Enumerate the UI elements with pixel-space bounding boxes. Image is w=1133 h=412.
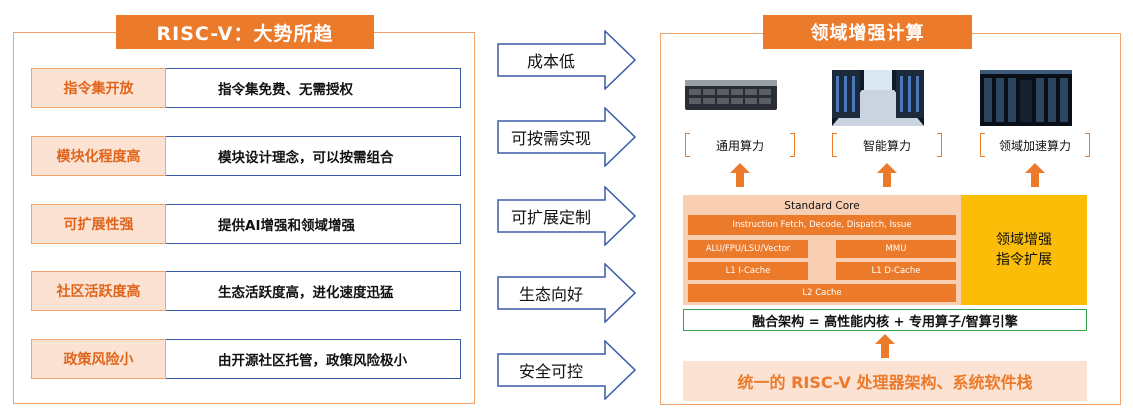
feature-row: 政策风险小 由开源社区托管，政策风险极小	[31, 339, 461, 379]
l1d-cache-bar: L1 D-Cache	[836, 262, 956, 280]
right-panel-title: 领域增强计算	[763, 15, 972, 49]
feature-row: 模块化程度高 模块设计理念，可以按需组合	[31, 136, 461, 176]
feature-desc: 模块设计理念，可以按需组合	[166, 136, 461, 176]
arrow-label: 成本低	[526, 52, 575, 71]
rack-server-icon	[685, 80, 777, 110]
arrow-on-demand: 可按需实现	[497, 107, 637, 167]
l2-cache-bar: L2 Cache	[688, 284, 956, 302]
extension-block: 领域增强 指令扩展	[961, 195, 1087, 305]
right-arrow-icon	[497, 340, 637, 400]
arrow-label: 安全可控	[518, 362, 583, 381]
up-arrow-icon	[875, 334, 895, 358]
feature-desc: 提供AI增强和领域增强	[166, 204, 461, 244]
feature-row: 指令集开放 指令集免费、无需授权	[31, 68, 461, 108]
bracket-right	[1085, 133, 1090, 157]
mmu-bar: MMU	[836, 240, 956, 258]
feature-label: 可扩展性强	[31, 204, 166, 244]
pipeline-bar: Instruction Fetch, Decode, Dispatch, Iss…	[688, 215, 956, 235]
standard-core-title: Standard Core	[784, 200, 860, 212]
right-arrow-icon	[497, 186, 637, 246]
extension-line1: 领域增强	[996, 232, 1052, 248]
up-arrow-icon	[730, 163, 750, 187]
compute-label: 通用算力	[685, 133, 795, 157]
arrow-ecosystem: 生态向好	[497, 263, 637, 323]
feature-label: 政策风险小	[31, 339, 166, 379]
bracket-left	[980, 133, 985, 157]
arrow-label: 可扩展定制	[510, 208, 591, 227]
feature-desc: 生态活跃度高，进化速度迅猛	[166, 271, 461, 311]
compute-label-text: 通用算力	[715, 138, 764, 153]
right-arrow-icon	[497, 107, 637, 167]
unified-architecture-base: 统一的 RISC-V 处理器架构、系统软件栈	[683, 361, 1087, 401]
right-arrow-icon	[497, 263, 637, 323]
l1i-cache-bar: L1 I-Cache	[688, 262, 808, 280]
compute-label: 领域加速算力	[980, 133, 1090, 157]
compute-label-text: 领域加速算力	[998, 138, 1071, 153]
compute-label-text: 智能算力	[862, 138, 911, 153]
bracket-right	[937, 133, 942, 157]
extension-line2: 指令扩展	[996, 252, 1052, 268]
feature-row: 社区活跃度高 生态活跃度高，进化速度迅猛	[31, 271, 461, 311]
feature-label: 指令集开放	[31, 68, 166, 108]
bracket-left	[685, 133, 690, 157]
up-arrow-icon	[877, 163, 897, 187]
fusion-architecture: 融合架构 = 高性能内核 + 专用算子/智算引擎	[683, 309, 1087, 331]
bracket-left	[832, 133, 837, 157]
arrow-secure: 安全可控	[497, 340, 637, 400]
server-room-icon	[980, 70, 1072, 126]
arrow-label: 生态向好	[518, 285, 583, 304]
arrow-low-cost: 成本低	[497, 30, 637, 90]
left-panel-title: RISC-V：大势所趋	[116, 15, 374, 49]
data-center-aisle-icon	[832, 70, 924, 126]
up-arrow-icon	[1025, 163, 1045, 187]
feature-desc: 由开源社区托管，政策风险极小	[166, 339, 461, 379]
feature-row: 可扩展性强 提供AI增强和领域增强	[31, 204, 461, 244]
arrow-extensible: 可扩展定制	[497, 186, 637, 246]
alu-bar: ALU/FPU/LSU/Vector	[688, 240, 808, 258]
bracket-right	[790, 133, 795, 157]
right-arrow-icon	[497, 30, 637, 90]
compute-label: 智能算力	[832, 133, 942, 157]
feature-label: 模块化程度高	[31, 136, 166, 176]
arrow-label: 可按需实现	[510, 129, 591, 148]
feature-label: 社区活跃度高	[31, 271, 166, 311]
feature-desc: 指令集免费、无需授权	[166, 68, 461, 108]
